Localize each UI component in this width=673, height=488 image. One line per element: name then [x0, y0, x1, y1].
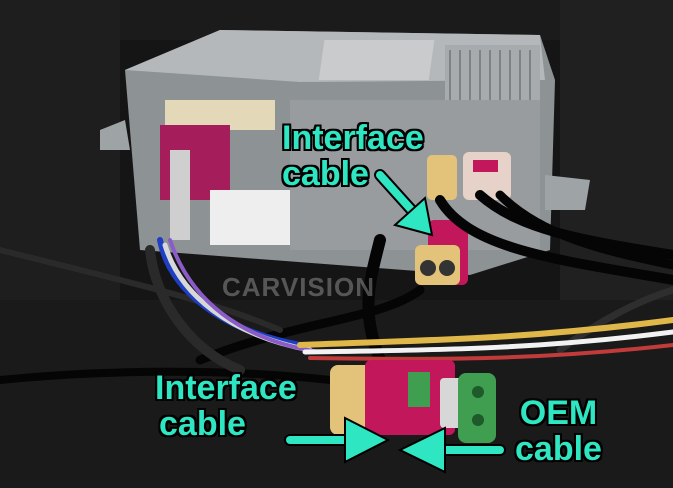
watermark: CARVISION: [222, 272, 375, 302]
black-cables: [0, 190, 673, 384]
interface-bottom-line1: Interface: [155, 369, 297, 407]
interface-top-line2: cable: [282, 155, 369, 193]
bottom-connectors: [330, 360, 496, 443]
quadlock-connector: [160, 100, 290, 245]
oem-cable-label: OEM cable: [515, 395, 602, 467]
arrow-to-upper-connector: [374, 169, 434, 237]
interface-top-line1: Interface: [282, 119, 424, 157]
interface-cable-label-top: Interface cable: [282, 120, 424, 192]
oem-line1: OEM: [519, 394, 598, 432]
wire-bundle: [145, 237, 673, 375]
arrow-oem: [397, 426, 506, 474]
interface-cable-label-bottom: Interface cable: [155, 370, 297, 442]
arrow-interface-bottom: [284, 416, 391, 464]
oem-line2: cable: [515, 430, 602, 468]
fakra-connectors-upper: [415, 152, 511, 285]
interface-bottom-line2: cable: [159, 405, 246, 443]
